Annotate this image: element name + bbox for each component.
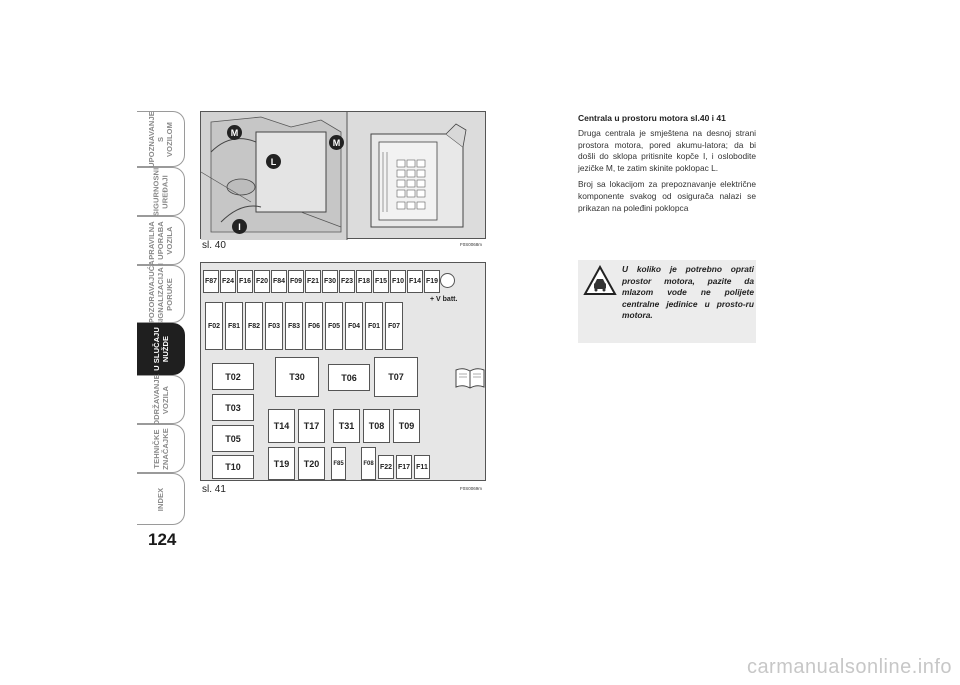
figure-40-code: F0S0068m — [460, 242, 483, 247]
engine-bay-illustration — [200, 112, 467, 240]
paragraph: Druga centrala je smještena na desnoj st… — [578, 128, 756, 173]
relay: T17 — [298, 409, 325, 443]
tab-label: INDEX — [155, 487, 165, 511]
fuse: F83 — [285, 302, 303, 350]
text-column: Centrala u prostoru motora sl.40 i 41 Dr… — [578, 113, 756, 214]
callout-m-left: M — [227, 125, 242, 140]
fuse: F85 — [331, 447, 346, 480]
tab-upoznavanje[interactable]: UPOZNAVANJE S VOZILOM — [137, 111, 185, 167]
fuse: F20 — [254, 270, 270, 293]
fuse: F10 — [390, 270, 406, 293]
callout-text: M — [230, 127, 239, 138]
figure-41-code: F0S0069m — [460, 486, 483, 491]
relay: T14 — [268, 409, 295, 443]
tab-label: UPOZORAVAJUĆA SIGNALIZACIJA I PORUKE — [147, 259, 174, 329]
fuse: F82 — [245, 302, 263, 350]
callout-l: L — [266, 154, 281, 169]
fuse: F22 — [378, 455, 394, 479]
watermark: carmanualsonline.info — [746, 656, 952, 678]
fuse: F01 — [365, 302, 383, 350]
tab-tehnicke[interactable]: TEHNIČKE ZNAČAJKE — [137, 424, 185, 473]
relay: T03 — [212, 394, 254, 421]
callout-text: I — [238, 221, 241, 232]
relay: T20 — [298, 447, 325, 480]
callout-m-right: M — [329, 135, 344, 150]
tab-label: U SLUČAJU NUŽDE — [151, 327, 170, 371]
tab-label: ODRŽAVANJE VOZILA — [151, 373, 170, 426]
relay: T05 — [212, 425, 254, 452]
warning-text: U koliko je potrebno oprati prostor moto… — [622, 264, 754, 321]
page-number: 124 — [148, 530, 177, 549]
fuse: F04 — [345, 302, 363, 350]
relay: T09 — [393, 409, 420, 443]
tab-u-slucaju-nuzde[interactable]: U SLUČAJU NUŽDE — [137, 323, 185, 375]
fuse: F11 — [414, 455, 430, 479]
callout-text: L — [270, 156, 277, 167]
fuse: F23 — [339, 270, 355, 293]
relay: T31 — [333, 409, 360, 443]
fuse: F84 — [271, 270, 287, 293]
fuse: F05 — [325, 302, 343, 350]
relay: T07 — [374, 357, 418, 397]
figure-41-label: sl. 41 — [202, 484, 226, 495]
fuse: F03 — [265, 302, 283, 350]
battery-terminal-icon — [440, 273, 455, 288]
callout-text: M — [332, 137, 341, 148]
tab-label: PRAVILNA UPORABA VOZILA — [147, 221, 174, 260]
tab-pravilna-uporaba[interactable]: PRAVILNA UPORABA VOZILA — [137, 216, 185, 265]
fuse: F18 — [356, 270, 372, 293]
callout-i: I — [232, 219, 247, 234]
relay: T19 — [268, 447, 295, 480]
relay: T06 — [328, 364, 370, 391]
tab-upozoravajuca[interactable]: UPOZORAVAJUĆA SIGNALIZACIJA I PORUKE — [137, 260, 185, 328]
relay: T08 — [363, 409, 390, 443]
tab-label: UPOZNAVANJE S VOZILOM — [147, 110, 175, 168]
figure-40-label: sl. 40 — [202, 240, 226, 251]
fuse: F81 — [225, 302, 243, 350]
figure-40: M M L I — [200, 111, 486, 240]
tab-label: SIGURNOSNI UREĐAJI — [151, 167, 170, 216]
warning-triangle-icon — [583, 265, 617, 295]
battery-label: + V batt. — [430, 296, 458, 303]
fuse: F06 — [305, 302, 323, 350]
tab-odrzavanje[interactable]: ODRŽAVANJE VOZILA — [137, 373, 185, 426]
tab-label: TEHNIČKE ZNAČAJKE — [151, 427, 170, 470]
fuse: F09 — [288, 270, 304, 293]
relay: T10 — [212, 455, 254, 479]
fuse: F24 — [220, 270, 236, 293]
fuse: F14 — [407, 270, 423, 293]
fuse: F08 — [361, 447, 376, 480]
relay: T02 — [212, 363, 254, 390]
figure-41: F87 F24 F16 F20 F84 F09 F21 F30 F23 F18 … — [200, 262, 486, 481]
fuse: F30 — [322, 270, 338, 293]
fuse: F02 — [205, 302, 223, 350]
relay: T30 — [275, 357, 319, 397]
fuse: F21 — [305, 270, 321, 293]
warning-box: U koliko je potrebno oprati prostor moto… — [578, 260, 756, 343]
tab-sigurnosni[interactable]: SIGURNOSNI UREĐAJI — [137, 167, 185, 216]
fuse: F17 — [396, 455, 412, 479]
fuse: F15 — [373, 270, 389, 293]
fuse: F19 — [424, 270, 440, 293]
fuse: F87 — [203, 270, 219, 293]
section-heading: Centrala u prostoru motora sl.40 i 41 — [578, 113, 726, 123]
fuse: F16 — [237, 270, 253, 293]
fuse: F07 — [385, 302, 403, 350]
paragraph: Broj sa lokacijom za prepoznavanje elekt… — [578, 179, 756, 213]
tab-index[interactable]: INDEX — [137, 473, 185, 525]
manual-book-icon — [455, 368, 485, 389]
